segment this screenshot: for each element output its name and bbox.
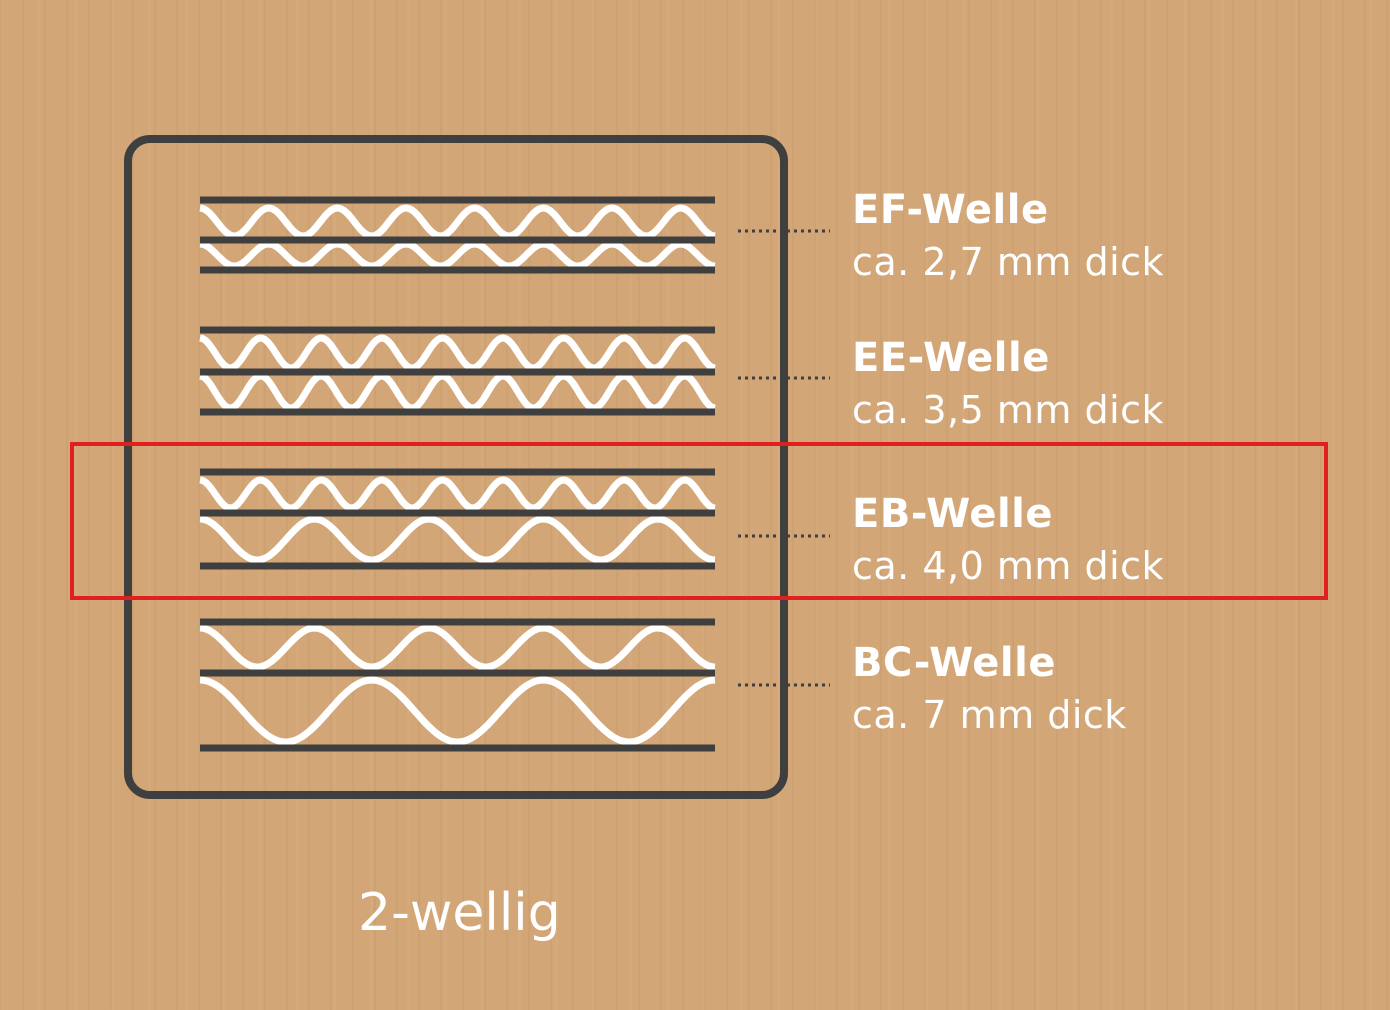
- flute-wave-upper: [198, 624, 717, 671]
- flute-wave-lower: [198, 676, 717, 746]
- flute-label-ee: EE-Welle ca. 3,5 mm dick: [852, 332, 1164, 436]
- flute-wave-upper: [198, 476, 717, 512]
- flute-wave-lower: [198, 240, 717, 270]
- flute-label-eb: EB-Welle ca. 4,0 mm dick: [852, 488, 1164, 592]
- flute-name: EE-Welle: [852, 335, 1050, 381]
- flute-thickness: ca. 7 mm dick: [852, 693, 1127, 737]
- flute-wave-upper: [198, 204, 717, 240]
- flute-thickness: ca. 3,5 mm dick: [852, 388, 1165, 432]
- flute-thickness: ca. 4,0 mm dick: [852, 544, 1165, 588]
- highlight-box: [70, 442, 1328, 600]
- flute-label-bc: BC-Welle ca. 7 mm dick: [852, 637, 1127, 741]
- flute-wave-lower: [198, 515, 717, 564]
- flute-wave-lower: [198, 372, 717, 412]
- board-outline: [124, 135, 788, 799]
- flute-name: BC-Welle: [852, 640, 1056, 686]
- caption: 2-wellig: [358, 883, 561, 943]
- flute-label-ef: EF-Welle ca. 2,7 mm dick: [852, 184, 1164, 288]
- flute-thickness: ca. 2,7 mm dick: [852, 240, 1165, 284]
- flute-name: EF-Welle: [852, 187, 1049, 233]
- flute-name: EB-Welle: [852, 491, 1053, 537]
- flute-wave-upper: [198, 334, 717, 372]
